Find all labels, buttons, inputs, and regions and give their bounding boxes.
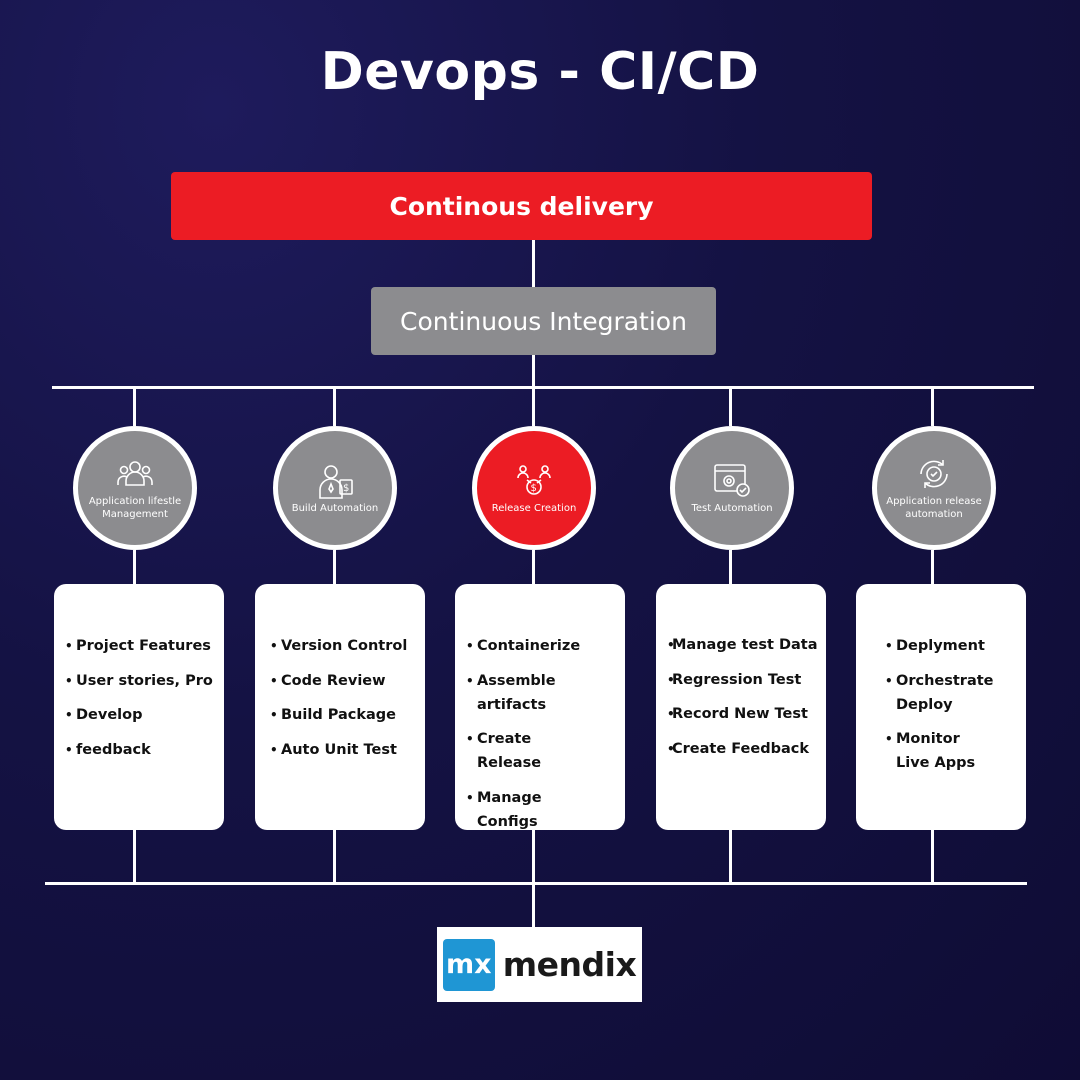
connector-line (532, 830, 535, 883)
page-title: Devops - CI/CD (320, 42, 760, 102)
mendix-logo: mx mendix (437, 927, 642, 1002)
connector-line (532, 355, 535, 387)
connector-line (532, 550, 535, 584)
list-item: Manage Configs (455, 786, 595, 834)
list-item: Develop (54, 703, 224, 727)
connector-line (133, 830, 136, 883)
connector-line (333, 830, 336, 883)
list-item: Assemble artifacts (455, 669, 577, 717)
list-item: Monitor Live Apps (874, 727, 982, 775)
continuous-integration-box: Continuous Integration (371, 287, 716, 355)
stage-label: Application lifestle Management (88, 496, 182, 520)
connector-line (729, 550, 732, 584)
list-item: Build Package (259, 703, 425, 727)
stage-circle-test-automation: Test Automation (670, 426, 794, 550)
stage-circle-build-automation: $ Build Automation (273, 426, 397, 550)
list-item: Create Release (455, 727, 595, 775)
stage-card-release-creation: Containerize Assemble artifacts Create R… (455, 584, 625, 830)
connector-line (532, 240, 535, 287)
list-item: Code Review (259, 669, 425, 693)
connector-line (133, 550, 136, 584)
connector-line (333, 550, 336, 584)
people-group-icon (117, 461, 153, 486)
stage-card-application-lifecycle: Project Features User stories, Pro Devel… (54, 584, 224, 830)
list-item: Create Feedback (656, 737, 826, 761)
stage-label: Build Automation (291, 502, 379, 514)
connector-line (729, 830, 732, 883)
list-item: Containerize (455, 634, 595, 658)
stage-label: Application release automation (886, 496, 982, 520)
stage-label: Release Creation (491, 502, 577, 514)
businessman-money-icon: $ (319, 464, 353, 499)
connector-line (133, 386, 136, 426)
mendix-badge: mx (442, 938, 495, 991)
list-item: Orchestrate Deploy (874, 669, 994, 717)
list-item: Deplyment (874, 634, 1026, 658)
stage-circle-application-release-automation: Application release automation (872, 426, 996, 550)
list-item: Manage test Data (656, 633, 826, 657)
list-item: Record New Test (656, 702, 826, 726)
list-item: feedback (54, 738, 224, 762)
list-item: Project Features (54, 634, 224, 658)
svg-text:$: $ (531, 483, 537, 494)
connector-line (333, 386, 336, 426)
mendix-wordmark: mendix (502, 945, 637, 984)
gear-cycle-icon (920, 460, 948, 488)
stage-card-application-release-automation: Deplyment Orchestrate Deploy Monitor Liv… (856, 584, 1026, 830)
connector-line (532, 882, 535, 927)
continuous-delivery-box: Continous delivery (171, 172, 872, 240)
stage-circle-application-lifecycle: Application lifestle Management (73, 426, 197, 550)
list-item: Auto Unit Test (259, 738, 425, 762)
stage-card-test-automation: Manage test Data Regression Test Record … (656, 584, 826, 830)
connector-line (931, 830, 934, 883)
continuous-integration-label: Continuous Integration (400, 306, 687, 336)
svg-text:$: $ (343, 483, 349, 494)
continuous-delivery-label: Continous delivery (389, 191, 654, 221)
team-dollar-icon: $ (517, 464, 551, 495)
list-item: Version Control (259, 634, 425, 658)
connector-line (729, 386, 732, 426)
connector-line (931, 550, 934, 584)
stage-label: Test Automation (691, 502, 773, 514)
browser-gear-check-icon (714, 463, 750, 497)
bottom-bus-line (45, 882, 1027, 885)
top-bus-line (52, 386, 1034, 389)
stage-card-build-automation: Version Control Code Review Build Packag… (255, 584, 425, 830)
list-item: User stories, Pro (54, 669, 224, 693)
connector-line (532, 386, 535, 426)
stage-circle-release-creation: $ Release Creation (472, 426, 596, 550)
list-item: Regression Test (656, 668, 826, 692)
connector-line (931, 386, 934, 426)
